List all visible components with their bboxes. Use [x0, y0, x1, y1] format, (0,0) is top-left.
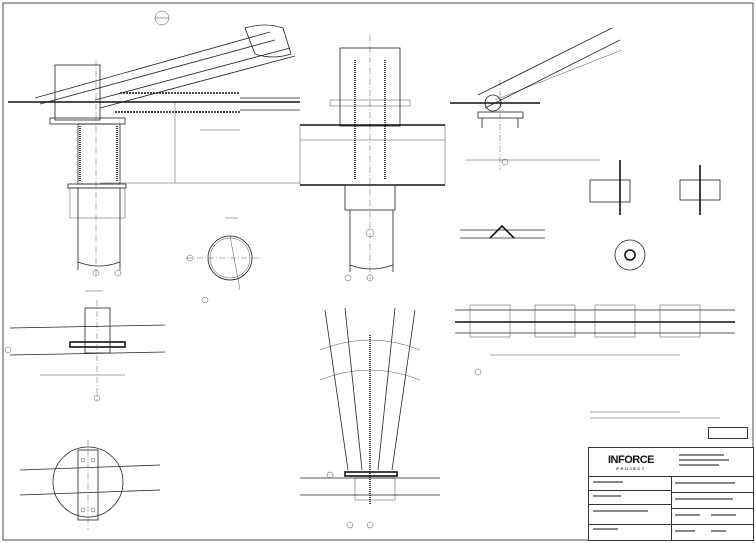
view-column-joint-center	[299, 35, 446, 282]
view-diagonal-joint-right	[450, 27, 623, 170]
view-y-pipes	[300, 307, 440, 529]
view-pipe-section	[186, 217, 262, 304]
view-column-joint-left	[8, 10, 300, 292]
logo-main: INFORCE	[608, 454, 655, 466]
logo-sub: PROJECT	[616, 466, 646, 471]
drawing-number-box	[708, 427, 748, 439]
view-beam-plan-left	[4, 300, 166, 402]
view-column-plan-bottom	[19, 440, 161, 530]
view-beam-splice	[455, 304, 735, 376]
company-logo: INFORCE PROJECT	[601, 454, 661, 471]
title-block: INFORCE PROJECT	[588, 447, 754, 541]
view-details	[460, 160, 721, 271]
notes	[590, 411, 720, 419]
